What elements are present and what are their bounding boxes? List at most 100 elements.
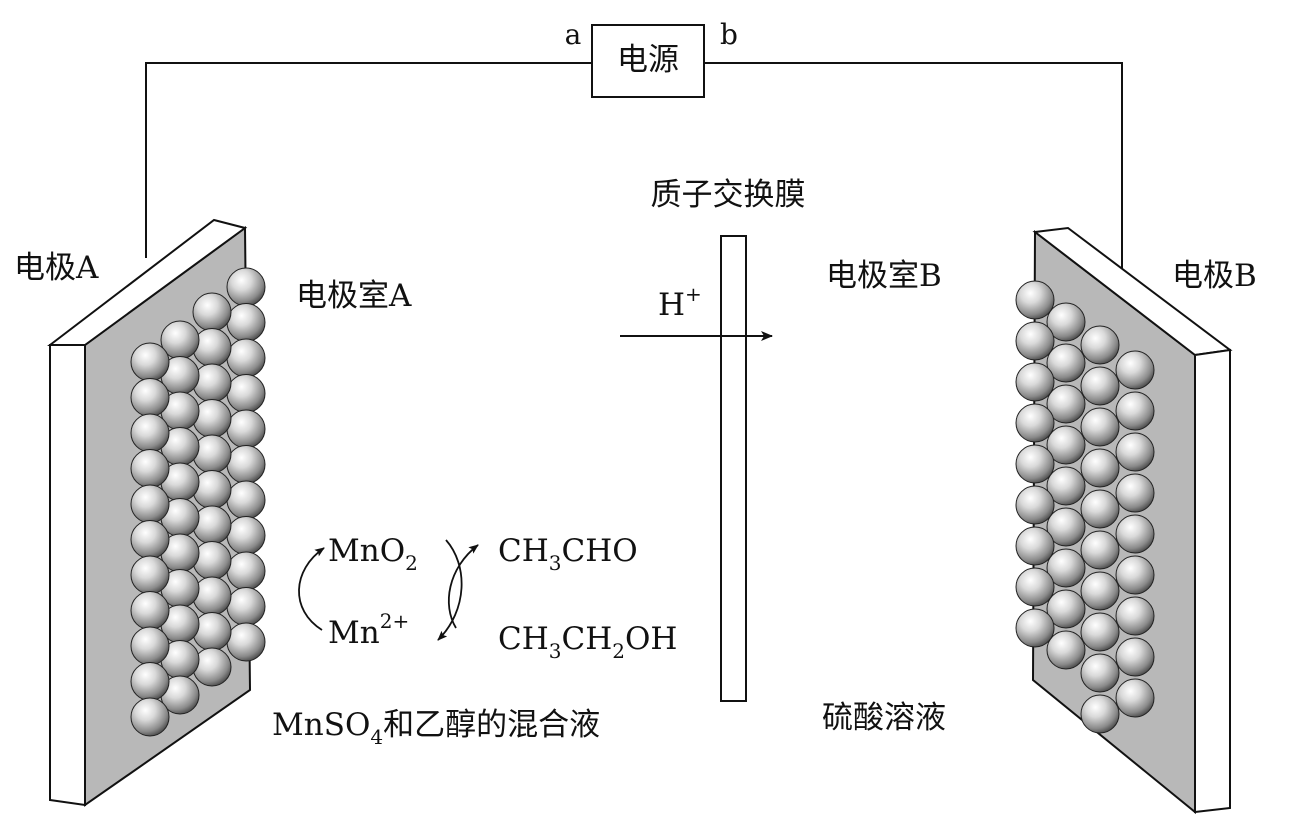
electrode-b xyxy=(1015,226,1233,815)
chamber-b-label: 电极室B xyxy=(826,258,942,294)
electrode-a xyxy=(47,218,266,807)
power-supply-label: 电源 xyxy=(617,42,679,78)
electrode-a-particle xyxy=(192,541,232,580)
electrode-b-particle xyxy=(1046,630,1086,670)
electrode-a-particle xyxy=(226,303,266,342)
electrode-b-particle xyxy=(1080,612,1120,652)
electrode-b-particle xyxy=(1080,489,1120,529)
electrode-a-particle xyxy=(130,342,170,382)
electrode-b-particle xyxy=(1080,571,1120,611)
electrode-a-particle xyxy=(192,399,232,438)
electrode-a-particle xyxy=(192,363,232,403)
electrode-b-particle xyxy=(1080,325,1120,365)
electrode-a-particle xyxy=(192,292,232,332)
electrode-a-particle xyxy=(130,484,170,524)
electrode-b-particle xyxy=(1015,403,1055,443)
electrode-a-particle xyxy=(130,413,170,453)
electrode-a-particle xyxy=(192,576,232,616)
chamber-a-label: 电极室A xyxy=(296,278,412,314)
electrode-b-front-edge xyxy=(1194,348,1231,814)
proton-label: H+ xyxy=(658,282,702,323)
electrode-b-particle xyxy=(1115,596,1155,636)
electrode-a-particle xyxy=(226,338,266,378)
electrode-b-particle xyxy=(1115,432,1155,472)
electrode-b-particle xyxy=(1046,384,1086,424)
electrode-b-particle xyxy=(1080,366,1120,406)
electrode-b-particle xyxy=(1080,653,1120,693)
electrode-a-particle xyxy=(130,591,170,630)
electrode-b-particle xyxy=(1046,425,1086,465)
electrode-b-particles xyxy=(1015,280,1155,734)
electrode-b-particle xyxy=(1115,555,1155,595)
electrode-a-particle xyxy=(192,505,232,545)
electrode-b-particle xyxy=(1015,444,1055,484)
electrode-b-particle xyxy=(1115,473,1155,513)
solution-b-label: 硫酸溶液 xyxy=(822,700,946,736)
electrode-b-label: 电极B xyxy=(1172,258,1257,294)
electrode-a-particle xyxy=(226,267,266,307)
power-supply-box xyxy=(591,24,705,98)
electrode-b-particle xyxy=(1015,608,1055,648)
proton-exchange-membrane xyxy=(720,235,747,702)
electrode-a-particle xyxy=(192,434,232,474)
electrode-a-particles xyxy=(130,267,266,737)
electrode-b-particle xyxy=(1115,350,1155,390)
electrode-b-particle xyxy=(1015,567,1055,607)
electrode-b-particle xyxy=(1046,507,1086,547)
mno2-label: MnO2 xyxy=(328,533,418,575)
terminal-b-label: b xyxy=(720,18,738,51)
wire-right xyxy=(704,62,1123,272)
terminal-a-label: a xyxy=(565,18,582,51)
ch3cho-label: CH3CHO xyxy=(498,533,638,575)
power-supply: 电源 a b xyxy=(565,18,738,98)
electrode-a-particle xyxy=(226,409,266,449)
electrode-a-particle xyxy=(192,647,232,687)
electrode-a-particle xyxy=(130,449,170,488)
electrode-b-particle xyxy=(1115,391,1155,431)
electrode-a-particle xyxy=(130,662,170,701)
electrode-b-particle xyxy=(1046,302,1086,342)
electrode-a-particle xyxy=(226,622,266,662)
mno2-to-mn2-arrow xyxy=(437,539,463,641)
ethanol-to-acetaldehyde-arrow xyxy=(447,544,479,629)
electrode-b-particle xyxy=(1080,530,1120,570)
electrode-b-particle xyxy=(1080,694,1120,734)
electrode-a-particle xyxy=(226,445,266,484)
electrode-a-particle xyxy=(130,520,170,559)
solution-a-label: MnSO4和乙醇的混合液 xyxy=(272,707,600,749)
wire-left xyxy=(145,62,592,258)
mn2-to-mno2-arrow xyxy=(298,547,325,631)
electrode-b-particle xyxy=(1046,589,1086,629)
mn2-label: Mn2+ xyxy=(328,609,409,651)
electrode-b-particle xyxy=(1080,407,1120,447)
electrode-a-particle xyxy=(226,516,266,555)
electrode-b-particle xyxy=(1015,280,1055,320)
ch3ch2oh-label: CH3CH2OH xyxy=(498,621,677,663)
membrane-label: 质子交换膜 xyxy=(651,177,806,213)
redox-cycle-arrows xyxy=(298,539,479,641)
electrode-a-particle xyxy=(192,328,232,367)
electrode-a-label: 电极A xyxy=(14,250,99,286)
electrode-a-particle xyxy=(226,374,266,413)
electrode-b-particle xyxy=(1015,362,1055,402)
electrode-b-particle xyxy=(1046,466,1086,506)
electrode-b-particle xyxy=(1015,485,1055,525)
electrode-a-particle xyxy=(226,480,266,520)
circuit-wires xyxy=(145,62,1123,272)
electrode-b-particle xyxy=(1115,514,1155,554)
electrode-a-particle xyxy=(226,551,266,591)
electrode-a-particle xyxy=(130,697,170,737)
electrode-a-particle xyxy=(192,470,232,509)
electrode-b-particle xyxy=(1115,637,1155,677)
electrode-b-particle xyxy=(1046,548,1086,588)
electrode-a-particle xyxy=(130,555,170,595)
electrode-b-particle xyxy=(1115,678,1155,718)
electrode-a-particle xyxy=(130,626,170,666)
electrode-b-particle xyxy=(1046,343,1086,383)
electrode-a-front-edge xyxy=(49,344,86,807)
electrode-b-particle xyxy=(1015,526,1055,566)
electrode-a-particle xyxy=(130,378,170,417)
electrode-b-particle xyxy=(1015,321,1055,361)
